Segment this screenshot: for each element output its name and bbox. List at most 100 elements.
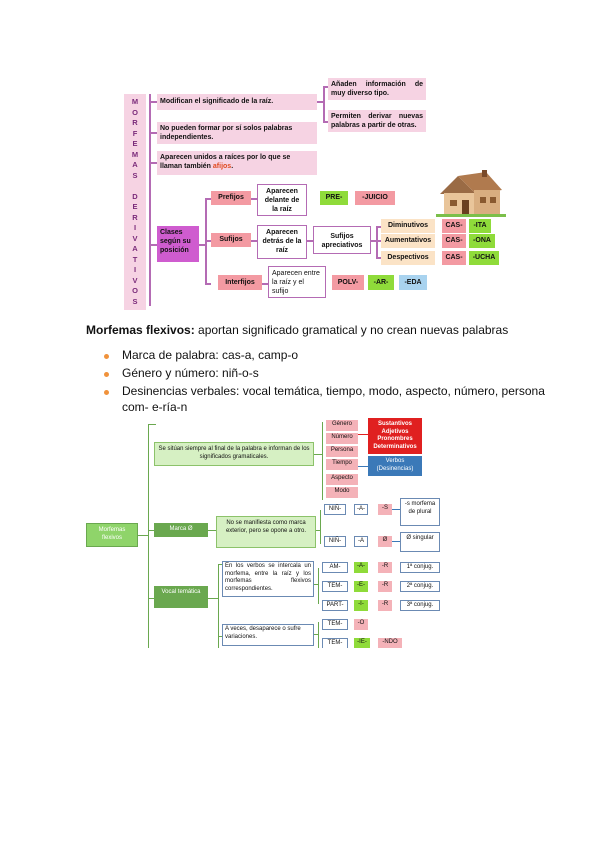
bullet-1: Marca de palabra: cas-a, camp-o [122,348,299,362]
vertical-letter: A [132,160,138,169]
vertical-letter: I [133,223,137,232]
polv-example: POLV- [332,275,364,290]
vertical-letter: D [132,191,138,201]
diminutivos-box: Diminutivos [381,219,435,233]
tem-root: TEM- [322,581,348,592]
vertical-letter: I [133,265,137,274]
modo-cell: Modo [326,487,358,498]
bullet-2: Género y número: niñ-o-s [122,366,259,380]
conj-2: 2ª conjug. [400,581,440,592]
vertical-letter: R [132,118,138,127]
root-node: Morfemas flexivos [86,523,138,547]
vertical-letter: M [131,149,139,159]
am-vowel: -A- [354,562,368,573]
apreciativos-box: Sufijos apreciativos [313,226,371,254]
intercala-box: En los verbos se intercala un morfema, e… [222,561,314,597]
flexive-heading: Morfemas flexivos: aportan significado g… [86,323,508,337]
add-info-box: Añaden información de muy diverso tipo. [328,78,426,100]
vertical-letter: E [132,202,138,211]
bullet-dot-3 [104,390,109,395]
tem2-o: -O [354,619,368,630]
flexive-morphemes-diagram: Morfemas flexivos Se sitúan siempre al f… [86,416,458,648]
not-alone-box: No pueden formar por sí solos palabras i… [157,122,317,144]
interfijos-box: Interfijos [218,275,262,290]
verbos-box: Verbos (Desinencias) [368,456,422,476]
modify-root-box: Modifican el significado de la raíz. [157,94,317,110]
bullet-dot-1 [104,354,109,359]
no-manifiesta-box: No se manifiesta como marca exterior, pe… [216,516,316,548]
tiempo-cell: Tiempo [326,459,358,470]
sufijos-desc: Aparecen detrás de la raíz [257,225,307,259]
tem-r: -R [378,581,392,592]
vertical-letter: F [132,128,138,138]
marca-node: Marca Ø [154,523,208,537]
juicio-example: -JUICIO [355,191,395,205]
vertical-letter: O [132,107,138,117]
ar-interfix: -AR- [368,275,394,290]
bullet-3-continued: com- e-ría-n [122,400,188,414]
vertical-label-bar [124,94,146,310]
cas-ona-root: CAS- [442,234,466,248]
prefijos-box: Prefijos [211,191,251,205]
heading-rest: aportan significado gramatical y no crea… [194,323,509,337]
nin-1: NIÑ- [324,504,346,515]
classes-box: Clases según su posición [157,226,199,262]
tem3-ndo: -NDO [378,638,402,648]
interfijos-desc: Aparecen entre la raíz y el sufijo [268,266,326,298]
vertical-letter: E [132,139,138,148]
persona-cell: Persona [326,446,358,457]
desaparece-box: A veces, desaparece o sufre variaciones. [222,624,314,646]
vertical-letter: R [132,212,138,222]
vertical-letter: V [132,233,138,243]
sustantivos-box: Sustantivos Adjetivos Pronombres Determi… [368,418,422,454]
bullet-dot-2 [104,372,109,377]
am-r: -R [378,562,392,573]
conj-1: 1ª conjug. [400,562,440,573]
heading-bold: Morfemas flexivos: [86,323,195,337]
tem2-root: TEM- [322,619,348,630]
prefijos-desc: Aparecen delante de la raíz [257,184,307,216]
vertical-letter: V [132,275,138,285]
attached-box: Aparecen unidos a raíces por lo que se l… [157,151,317,175]
nin-2: NIÑ- [324,536,346,547]
ona-suffix: -ONA [469,234,495,248]
ucha-suffix: -UCHA [469,251,499,265]
vertical-letter [124,181,146,192]
ita-suffix: -ITA [469,219,491,233]
a-1: -A- [354,504,368,515]
vertical-letter: O [132,286,138,295]
part-r: -R [378,600,392,611]
derive-words-box: Permiten derivar nuevas palabras a parti… [328,110,426,132]
plural-desc: -s morfema de plural [400,498,440,526]
numero-cell: Número [326,433,358,444]
aumentativos-box: Aumentativos [381,234,435,248]
vertical-letter: S [132,296,138,306]
am-root: AM- [322,562,348,573]
part-root: PART- [322,600,348,611]
cas-ucha-root: CAS- [442,251,466,265]
vertical-letter: A [132,244,138,253]
bullet-3: Desinencias verbales: vocal temática, ti… [122,384,545,398]
cas-ita-root: CAS- [442,219,466,233]
tem3-root: TEM- [322,638,348,648]
afijos-word: afijos [212,163,232,170]
despectivos-box: Despectivos [381,251,435,265]
sufijos-box: Sufijos [211,233,251,247]
pre-example: PRE- [320,191,348,205]
vocal-node: Vocal temática [154,586,208,608]
attached-end: . [231,163,234,170]
genero-cell: Género [326,420,358,431]
vertical-letter: S [132,170,138,180]
o-2: Ø [378,536,392,547]
part-vowel: -I- [354,600,368,611]
attached-text: Aparecen unidos a raíces por lo que se l… [160,154,291,170]
vertical-letter: T [132,254,138,264]
s-1: -S [378,504,392,515]
vertical-letter: M [131,97,139,106]
a-2: -A [354,536,368,547]
house-icon [436,170,506,217]
tem-vowel: -E- [354,581,368,592]
singular-desc: Ø singular [400,532,440,552]
situan-box: Se sitúan siempre al final de la palabra… [154,442,314,466]
